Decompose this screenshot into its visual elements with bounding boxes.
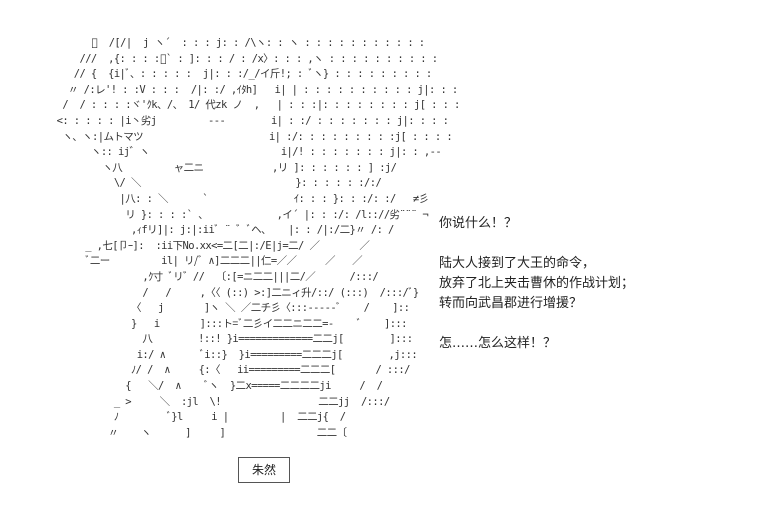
- ascii-art-line: ﾉ ﾞ}l i | | 二二j{ /: [28, 411, 346, 424]
- ascii-art-line: // { {i|ﾞ、: : : : : j|: : :/_/イ斤!; : ﾞヽ}…: [28, 68, 432, 81]
- dialogue-gap: [439, 234, 759, 254]
- ascii-art-line: ヽ、ヽ:|ムトマツ i| :/: : : : : : : : :j[ : : :…: [28, 130, 453, 143]
- ascii-art-line: 〃 ヽ ] ] 二二〔: [28, 426, 347, 439]
- ascii-art-line: 八 !::! }i=============二二j[ ]:::: [28, 333, 413, 346]
- ascii-art-line: \/ ＼ }: : : : : :/:/: [28, 177, 382, 190]
- dialogue-text: 你说什么！？ 陆大人接到了大王的命令， 放弃了北上夹击曹休的作战计划； 转而向武昌郡进…: [439, 214, 759, 354]
- ascii-art-line: _ > ＼ :jl \! 二二jj /:::/: [28, 395, 390, 408]
- ascii-art-line: ,ｨfリ]|: j:|:iiﾞ ¨ ゛ﾞヘ、 |: : /|:/二}〃 /: /: [28, 224, 394, 237]
- ascii-art-line: ヽ八 ャ二ニ ,リ ]: : : : : : ] :j/: [28, 161, 397, 174]
- ascii-art-line: |八: : ＼ ` ｲ: : : }: : :/: :/ ≠彡: [28, 192, 430, 205]
- dialogue-line: 转而向武昌郡进行增援？: [439, 296, 583, 311]
- ascii-art-line: ﾞ二ー il| リ/ﾞ ∧]二二二||仁=／／ ／ ／: [28, 255, 363, 268]
- ascii-art-line: { ＼/ ∧ ﾞヽ }二x=====二二二二ji / /: [28, 380, 383, 393]
- ascii-art-line: <: : : : : |i丶劣j --- i| : :/ : : : : : :…: [28, 114, 449, 127]
- ascii-art-line: ﾉ/ / ∧ {:〈 ii=========二二二[ / :::/: [28, 364, 410, 377]
- ascii-art-line: _ ,七[卩ｰ]: :ii下No.xx<=二[二|:/E|j=二/ ／ ／: [28, 239, 370, 252]
- character-name-label: 朱然: [238, 457, 290, 483]
- ascii-art-line: ﾞ /[/| j ヽ´ : : : j: : /\ヽ: : ヽ : : : : …: [28, 37, 425, 49]
- ascii-art-line: ヽ:: ij゛ヽ i|/! : : : : : : : j|: : ,--: [28, 146, 442, 159]
- ascii-art-line: / / ,〈〈 (::) >:]二ニィ升/::/ (:::) /:::/ﾞ}: [28, 286, 419, 299]
- dialogue-line: 陆大人接到了大王的命令，: [439, 256, 596, 271]
- ascii-art-line: リ }: : : :` 、 ,イ´ |: : :/: /l:://劣¨¨¨ ¬: [28, 208, 429, 221]
- ascii-art-line: /// ,{: : : :ﾞ` : ]: : : / : /x〉: : : ,ヽ…: [28, 52, 438, 65]
- dialogue-line: 怎……怎么这样！？: [439, 336, 557, 351]
- ascii-art-line: / / : : : :ヾ'ｸk、/、 1/ 代zk ノ , | : : :|: …: [28, 99, 460, 112]
- ascii-art-line: i:/ ∧ ﾞi::} }i=========二二二j[ ,j:::: [28, 348, 418, 361]
- dialogue-gap: [439, 314, 759, 334]
- ascii-art-line: 〃 /:レ'! : :V : : : /|: :/ ,ｲﾀh] i| | : :…: [28, 83, 458, 96]
- ascii-art-character: ﾞ /[/| j ヽ´ : : : j: : /\ヽ: : ヽ : : : : …: [28, 36, 461, 441]
- ascii-art-line: ,ｸ寸 ﾞリ゛// 〔:[=ニ二二|||二/／ /:::/: [28, 270, 379, 283]
- ascii-art-line: } i ]:::ト=ﾞ二彡イ二二ニ二二=- ﾞ ]:::: [28, 317, 407, 330]
- dialogue-line: 你说什么！？: [439, 216, 518, 231]
- ascii-art-line: 〈 j ]ヽ ＼ ／二チ彡〈:::-----ﾞ / ]::: [28, 302, 410, 315]
- dialogue-line: 放弃了北上夹击曹休的作战计划；: [439, 276, 635, 291]
